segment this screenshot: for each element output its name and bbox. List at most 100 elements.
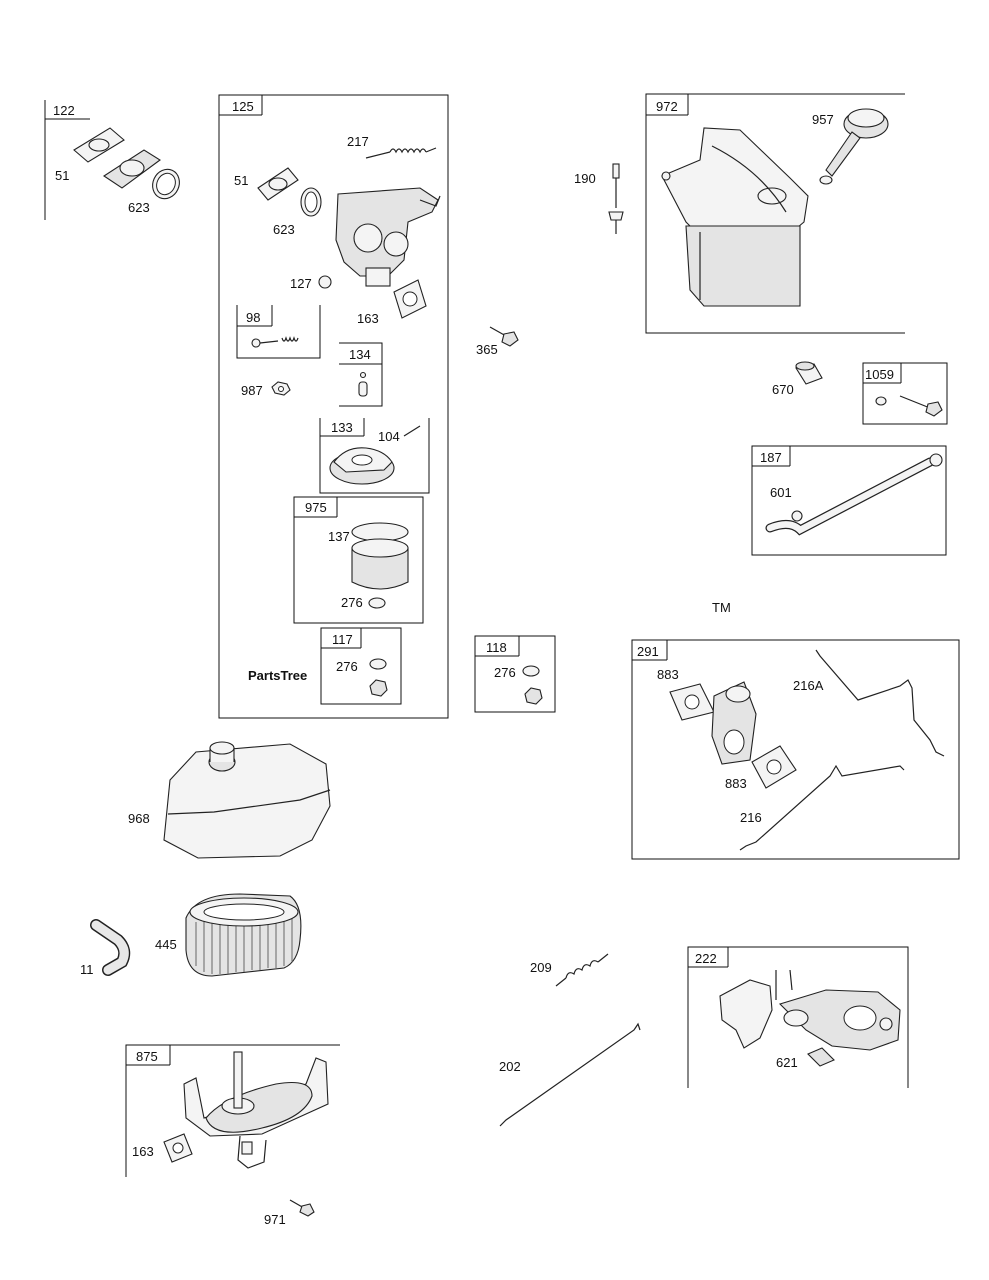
- gasket-51-carb-icon: [257, 167, 299, 201]
- callout-190: 190: [574, 171, 596, 186]
- callout-216A: 216A: [793, 678, 824, 693]
- callout-601: 601: [770, 485, 792, 500]
- clip-621-icon: [807, 1047, 835, 1067]
- bushing-670-icon: [795, 361, 823, 385]
- gasket-163-base-icon: [163, 1133, 193, 1163]
- bolt-118-icon: [524, 687, 543, 705]
- governor-control-icon: [719, 969, 901, 1051]
- callout-117: 117: [332, 632, 353, 647]
- fuel-tank-icon: [661, 127, 809, 307]
- callout-291: 291: [637, 644, 659, 659]
- bowl-137-icon: [351, 522, 409, 590]
- pin-104-icon: [403, 425, 421, 437]
- callout-104: 104: [378, 429, 400, 444]
- callout-134: 134: [349, 347, 371, 362]
- air-cleaner-cover-icon: [163, 741, 331, 859]
- callout-365: 365: [476, 342, 498, 357]
- callout-209: 209: [530, 960, 552, 975]
- callout-163: 163: [357, 311, 379, 326]
- o-ring-623-carb-icon: [300, 187, 322, 217]
- screw-98-icon: [251, 336, 299, 348]
- part-365[interactable]: 365: [476, 326, 519, 357]
- callout-118: 118: [486, 640, 507, 655]
- adapter-plate-icon: [711, 681, 757, 765]
- callout-621: 621: [776, 1055, 798, 1070]
- callout-987: 987: [241, 383, 263, 398]
- gasket-51-icon: [73, 127, 125, 163]
- plug-127-icon: [318, 275, 332, 289]
- washer-276-118-icon: [522, 665, 540, 677]
- bolt-971-icon: [289, 1199, 315, 1217]
- callout-975: 975: [305, 500, 327, 515]
- link-rod-216A-icon: [815, 649, 945, 757]
- callout-98: 98: [246, 310, 260, 325]
- washer-1059-icon: [875, 396, 887, 406]
- callout-623-carb: 623: [273, 222, 295, 237]
- part-209[interactable]: 209: [530, 953, 609, 987]
- callout-1059: 1059: [865, 367, 894, 382]
- callout-51: 51: [55, 168, 69, 183]
- callout-222: 222: [695, 951, 717, 966]
- callout-670: 670: [772, 382, 794, 397]
- part-968[interactable]: 968: [128, 741, 331, 859]
- part-670[interactable]: 670: [772, 361, 823, 397]
- callout-623: 623: [128, 200, 150, 215]
- intake-flange-icon: [102, 149, 161, 189]
- bolt-365-icon: [489, 326, 519, 347]
- group-1059[interactable]: 1059: [862, 362, 948, 425]
- governor-rod-202-icon: [499, 1022, 641, 1127]
- group-222[interactable]: 222 621: [687, 946, 909, 1088]
- callout-875: 875: [136, 1049, 158, 1064]
- carburetor-icon: [335, 187, 441, 287]
- callout-51-carb: 51: [234, 173, 248, 188]
- bolt-1059-icon: [899, 395, 943, 417]
- callout-127: 127: [290, 276, 312, 291]
- callout-125: 125: [232, 99, 254, 114]
- part-11[interactable]: 11: [80, 919, 131, 977]
- callout-163-base: 163: [132, 1144, 154, 1159]
- air-filter-445-icon: [185, 893, 302, 977]
- spring-209-icon: [555, 953, 609, 987]
- air-cleaner-base-icon: [183, 1051, 329, 1169]
- part-445[interactable]: 445: [155, 893, 302, 977]
- callout-133: 133: [331, 420, 353, 435]
- o-ring-623-icon: [152, 168, 180, 200]
- group-875[interactable]: 875 163: [125, 1044, 340, 1177]
- gasket-883-top-icon: [669, 683, 715, 721]
- callout-137: 137: [328, 529, 350, 544]
- part-190[interactable]: 190: [574, 163, 624, 234]
- callout-972: 972: [656, 99, 678, 114]
- part-202[interactable]: 202: [499, 1022, 641, 1127]
- link-rod-216-icon: [739, 764, 905, 851]
- washer-276-975-icon: [368, 597, 386, 609]
- callout-445: 445: [155, 937, 177, 952]
- callout-957: 957: [812, 112, 834, 127]
- fuel-cap-957-icon: [819, 108, 889, 185]
- callout-202: 202: [499, 1059, 521, 1074]
- group-187[interactable]: 187 601: [751, 445, 947, 556]
- watermark-text: PartsTree: [248, 668, 307, 683]
- callout-187: 187: [760, 450, 782, 465]
- group-118[interactable]: 118 276: [474, 635, 556, 713]
- part-971[interactable]: 971: [264, 1199, 315, 1227]
- bolt-117-icon: [369, 679, 388, 697]
- callout-883-bottom: 883: [725, 776, 747, 791]
- group-291[interactable]: 291 883 883 216A 216: [631, 639, 960, 860]
- washer-276-117-icon: [369, 658, 387, 670]
- group-125[interactable]: 125 217 51 623 127 163: [218, 94, 449, 719]
- callout-276-975: 276: [341, 595, 363, 610]
- group-972[interactable]: 972 957: [645, 93, 905, 334]
- callout-276-117: 276: [336, 659, 358, 674]
- gasket-883-bottom-icon: [751, 745, 797, 789]
- nut-987-icon: [271, 381, 291, 396]
- callout-883-top: 883: [657, 667, 679, 682]
- jet-134-icon: [358, 371, 368, 397]
- callout-122: 122: [53, 103, 75, 118]
- group-122[interactable]: 122 51 623: [44, 100, 184, 220]
- spring-217-icon: [365, 147, 437, 159]
- stud-190-icon: [608, 163, 624, 234]
- callout-968: 968: [128, 811, 150, 826]
- callout-971: 971: [264, 1212, 286, 1227]
- gasket-163-icon: [393, 279, 427, 319]
